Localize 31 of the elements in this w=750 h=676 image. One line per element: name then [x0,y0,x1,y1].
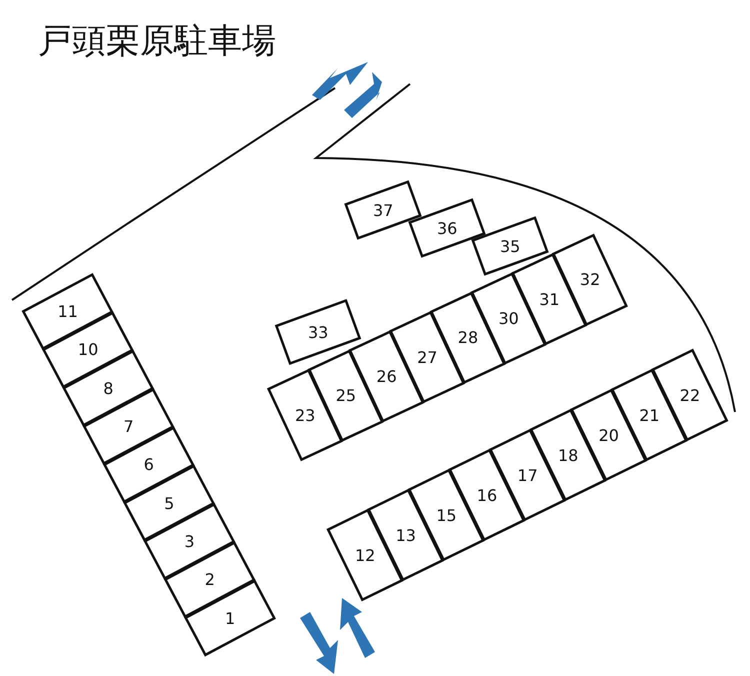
space-number: 33 [308,322,328,342]
space-number: 30 [498,309,519,328]
space-number: 22 [680,386,700,404]
space-number: 12 [355,546,376,564]
space-number: 21 [639,406,660,424]
space-number: 18 [558,446,578,464]
space-number: 16 [476,486,498,504]
space-number: 27 [417,348,438,367]
space-number: 1 [225,608,236,628]
space-number: 3 [184,532,195,551]
space-number: 32 [580,270,600,290]
space-number: 8 [103,378,114,398]
space-number: 25 [336,386,356,406]
space-number: 28 [458,328,478,348]
space-number: 10 [78,340,98,360]
map-title: 戸頭栗原駐車場 [38,20,276,63]
space-number: 13 [396,526,416,544]
space-number: 35 [500,236,520,256]
space-number: 26 [376,366,397,386]
space-number: 2 [204,570,215,590]
space-number: 7 [124,417,134,436]
space-number: 20 [598,426,619,444]
space-number: 36 [437,218,458,238]
space-number: 11 [58,302,78,322]
space-number: 15 [436,506,457,524]
space-number: 31 [539,290,560,309]
space-number: 6 [144,455,154,474]
space-number: 17 [517,466,538,484]
space-number: 37 [373,200,394,220]
space-number: 5 [164,494,174,513]
space-number: 23 [295,406,316,424]
